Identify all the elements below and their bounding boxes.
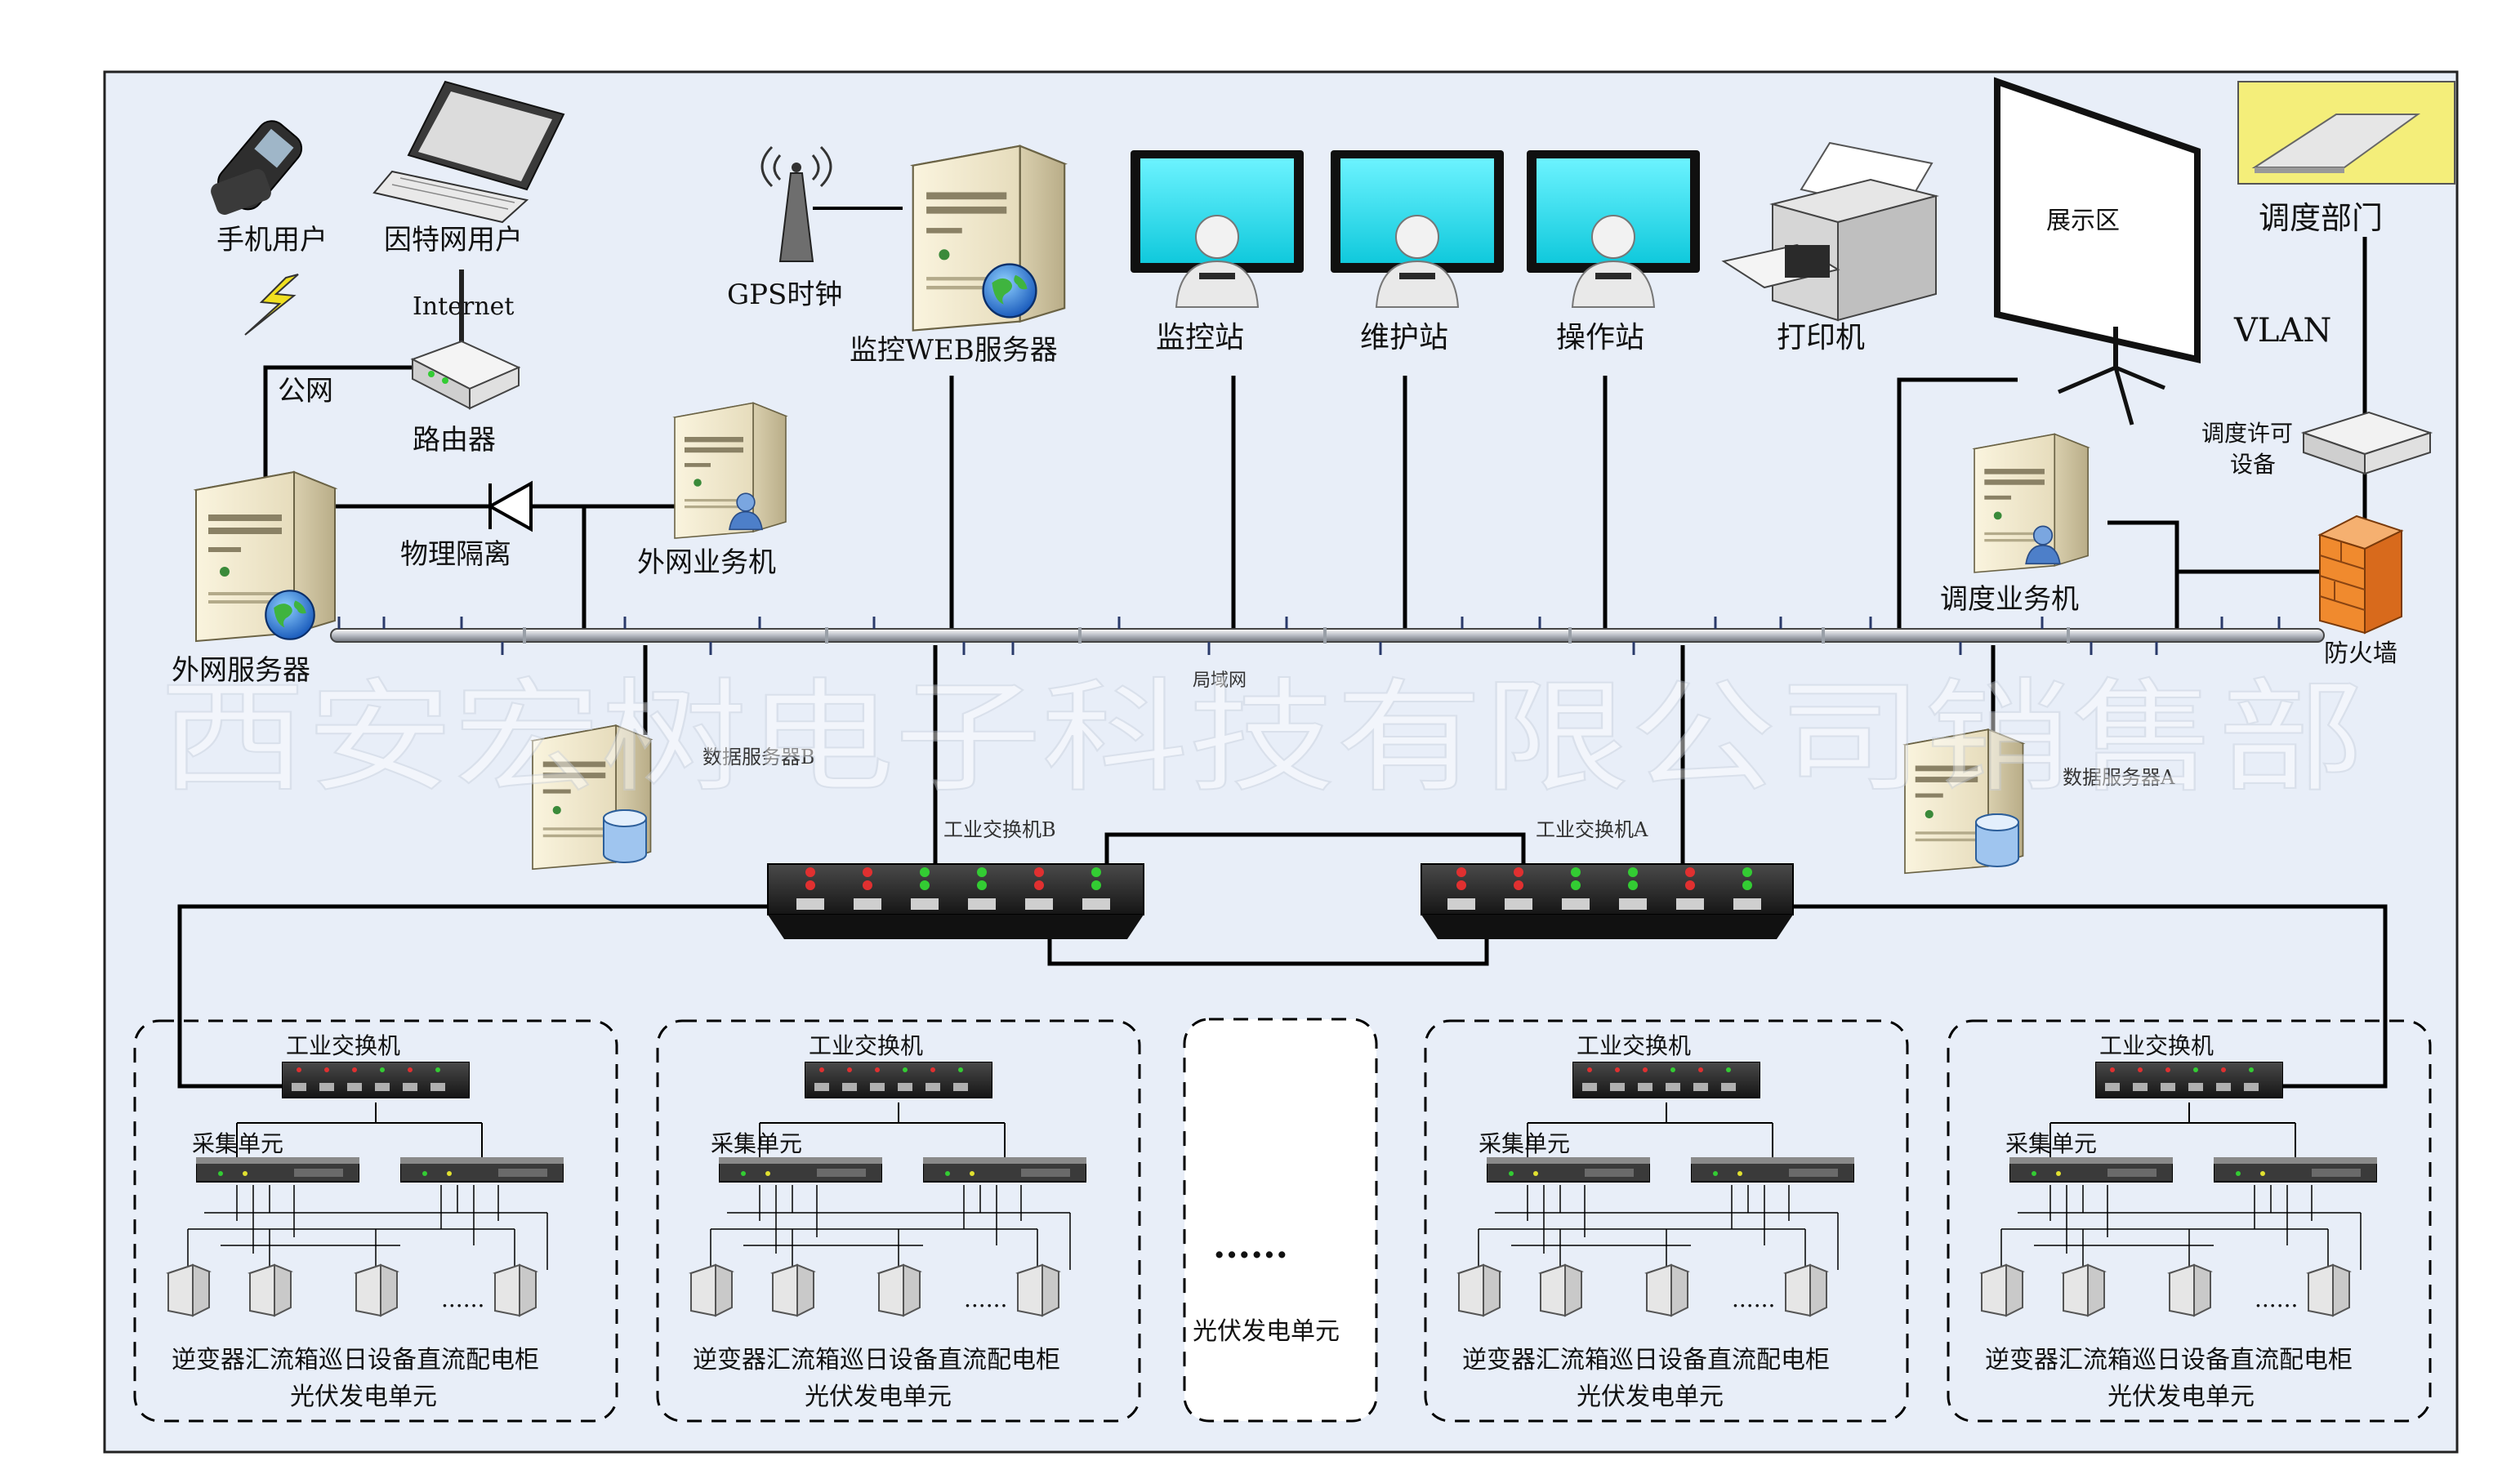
internet-user-label: 因特网用户 [384,224,523,256]
printer-icon [1721,141,1939,322]
pv-unit-2: 工业交换机 采集单元 ...... 逆变器汇流箱巡日设备直流配电柜 光伏发电单元 [658,1021,1140,1421]
dispatch-business-label: 调度业务机 [1940,583,2079,616]
unit-name-label: 光伏发电单元 [290,1383,437,1411]
lan-label: 局域网 [1193,670,1247,691]
phone-icon [211,120,303,215]
unit-devices-label: 逆变器汇流箱巡日设备直流配电柜 [172,1346,539,1374]
pv-unit-1: 工业交换机 采集单元 ...... 逆变器汇流箱巡日设备直流配电柜 光伏发电单元 [135,1021,617,1421]
gps-antenna-icon [760,145,832,262]
external-server-label: 外网服务器 [172,654,310,687]
unit-collect-label: 采集单元 [1479,1130,1570,1157]
phone-user-label: 手机用户 [216,224,328,256]
pv-unit-3: 工业交换机 采集单元 ...... 逆变器汇流箱巡日设备直流配电柜 光伏发电单元 [1425,1021,1907,1421]
isolation-diode-icon [486,480,533,532]
industrial-switch-a-icon [1421,863,1794,939]
switch-b-label: 工业交换机B [943,818,1056,841]
unit-name-label: 光伏发电单元 [805,1383,952,1411]
projection-screen-icon [1994,77,2201,425]
data-server-b-label: 数据服务器B [702,746,815,768]
database-icon [603,809,647,863]
monitor-station-label: 监控站 [1156,321,1244,354]
middle-dots: ...... [1213,1225,1288,1267]
external-business-server-icon [674,402,787,539]
switch-a-label: 工业交换机A [1536,818,1648,841]
unit-collect-label: 采集单元 [2005,1130,2097,1157]
unit-devices-label: 逆变器汇流箱巡日设备直流配电柜 [1985,1346,2353,1374]
dispatch-license-label-1: 调度许可 [2201,420,2293,447]
unit-collect-label: 采集单元 [711,1130,802,1157]
unit-switch-label: 工业交换机 [1577,1032,1691,1059]
unit-dots: ...... [964,1285,1007,1312]
maintenance-station-label: 维护站 [1360,321,1448,354]
unit-switch-label: 工业交换机 [809,1032,923,1059]
unit-devices-label: 逆变器汇流箱巡日设备直流配电柜 [1462,1346,1830,1374]
firewall-label: 防火墙 [2324,639,2397,668]
gps-clock-label: GPS时钟 [727,278,842,311]
external-business-label: 外网业务机 [637,546,776,579]
dispatch-dept-label: 调度部门 [2259,200,2383,236]
license-device-icon [2300,411,2433,475]
unit-switch-label: 工业交换机 [286,1032,400,1059]
lightning-icon [244,274,299,336]
watermark: 西安宏树电子科技有限公司销售部 [159,667,2365,809]
unit-collect-label: 采集单元 [192,1130,283,1157]
unit-dots: ...... [2255,1285,2298,1312]
globe-icon [265,590,315,640]
data-server-a-label: 数据服务器A [2063,766,2175,789]
lan-bus [330,617,2325,655]
middle-unit-label: 光伏发电单元 [1193,1317,1340,1346]
unit-switch-label: 工业交换机 [2099,1032,2214,1059]
folder-icon [2237,81,2455,185]
operator-station-label: 操作站 [1556,321,1644,354]
router-label: 路由器 [413,424,496,457]
display-area-label: 展示区 [2046,207,2120,235]
unit-dots: ...... [1732,1285,1775,1312]
unit-name-label: 光伏发电单元 [1577,1383,1724,1411]
database-icon [1975,813,2019,867]
firewall-icon [2317,514,2404,635]
dispatch-license-label-2: 设备 [2230,451,2276,478]
pv-unit-middle: ...... 光伏发电单元 [1183,1018,1378,1423]
industrial-switch-b-icon [767,863,1144,939]
router-icon [410,270,521,410]
unit-name-label: 光伏发电单元 [2107,1383,2255,1411]
unit-dots: ...... [441,1285,484,1312]
laptop-icon [372,80,565,224]
physical-isolation-label: 物理隔离 [400,538,511,571]
unit-devices-label: 逆变器汇流箱巡日设备直流配电柜 [693,1346,1060,1374]
connection-lines [177,237,2388,1089]
vlan-label: VLAN [2233,312,2331,350]
public-net-label: 公网 [278,375,333,408]
web-server-label: 监控WEB服务器 [850,334,1058,367]
printer-label: 打印机 [1777,321,1865,354]
pv-unit-4: 工业交换机 采集单元 ...... 逆变器汇流箱巡日设备直流配电柜 光伏发电单元 [1948,1021,2430,1421]
globe-icon [982,263,1037,318]
